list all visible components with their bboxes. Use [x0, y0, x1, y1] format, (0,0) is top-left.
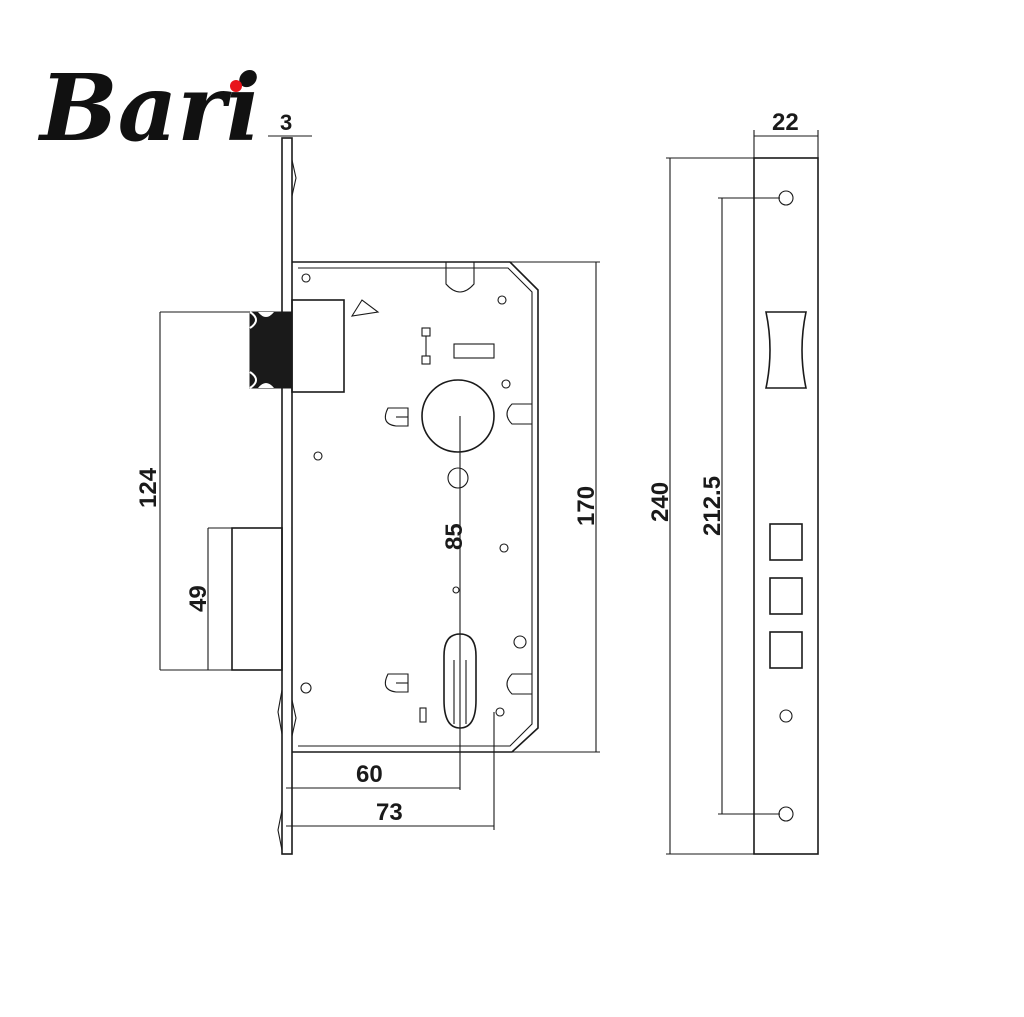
dim-front-plate-length: 240 [647, 482, 674, 522]
front-screw-hole-bottom [778, 806, 794, 822]
latch-bolt [249, 311, 293, 389]
triangle-slot [350, 299, 380, 317]
faceplate-edge-detail [277, 159, 297, 851]
latch-bolt-highlight [249, 311, 257, 389]
brand-logo-text: Bari [37, 54, 261, 162]
cylinder-hole [443, 633, 477, 729]
right-slot-lower [506, 673, 532, 695]
case-hole [300, 682, 312, 694]
front-view [753, 157, 819, 855]
dimensions: 3 124 49 85 170 60 73 [135, 110, 600, 827]
front-latch-opening [765, 311, 807, 389]
cylinder-slot [453, 660, 467, 724]
case-hole [313, 451, 323, 461]
dim-faceplate-thickness: 3 [280, 110, 292, 135]
small-part-2 [421, 355, 431, 365]
dim-front-plate-width: 22 [772, 109, 799, 136]
latch-block [291, 299, 345, 393]
case-hole [495, 707, 505, 717]
deadbolt [231, 527, 283, 671]
lock-case [292, 261, 539, 753]
case-hole-large [447, 467, 469, 489]
lock-case-inner [298, 267, 533, 747]
front-square-opening-3 [769, 631, 803, 669]
case-hole [497, 295, 507, 305]
case-hole [513, 635, 527, 649]
case-top-notch [445, 262, 475, 293]
cam-upper [384, 407, 409, 427]
small-part-1 [421, 327, 431, 337]
dim-latch-to-bottom: 124 [135, 467, 162, 508]
case-hole [499, 543, 509, 553]
cam-lower [384, 673, 409, 693]
dim-backset-total: 73 [376, 799, 403, 826]
front-small-hole [779, 709, 793, 723]
front-dimensions: 22 240 212.5 [647, 109, 819, 855]
case-hole [452, 586, 460, 594]
front-screw-hole-top [778, 190, 794, 206]
small-part-3 [419, 707, 427, 723]
slot-rect [453, 343, 495, 359]
front-plate [753, 157, 819, 855]
front-square-opening-2 [769, 577, 803, 615]
case-hole [301, 273, 311, 283]
dim-case-height: 170 [573, 486, 600, 526]
front-square-opening-1 [769, 523, 803, 561]
brand-logo-dot [230, 80, 242, 92]
side-view [231, 137, 539, 855]
dim-deadbolt-to-bottom: 49 [185, 585, 212, 612]
dim-center-distance: 85 [441, 523, 468, 550]
faceplate [281, 137, 293, 855]
dim-screw-hole-distance: 212.5 [699, 476, 726, 536]
spindle-follower [421, 379, 495, 453]
right-slot-upper [506, 403, 532, 425]
dim-backset: 60 [356, 761, 383, 788]
brand-logo: Bari [37, 54, 261, 162]
case-hole [501, 379, 511, 389]
